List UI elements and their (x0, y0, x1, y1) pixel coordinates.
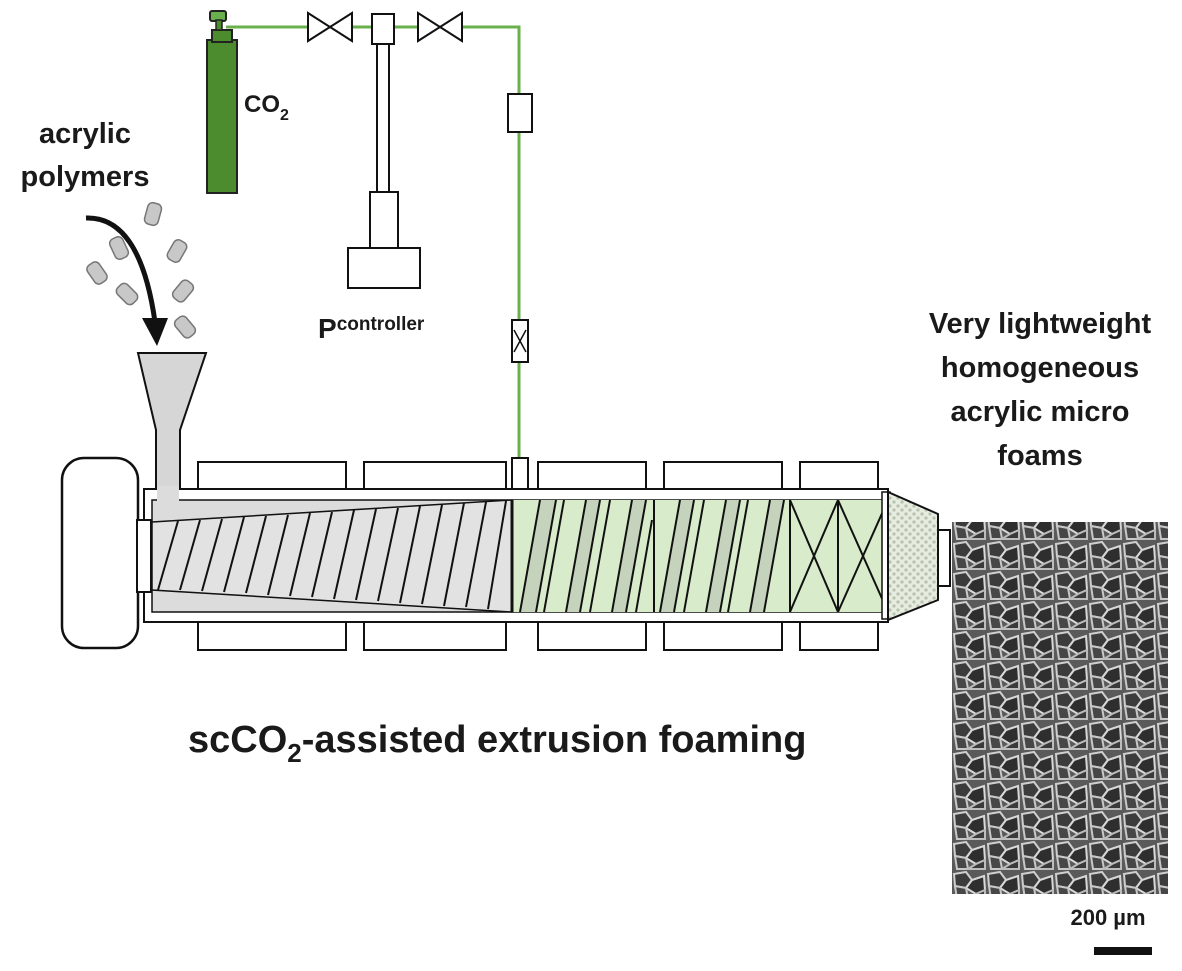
process-title: scCO2-assisted extrusion foaming (188, 719, 806, 768)
feed-label-line2: polymers (21, 161, 150, 193)
feed-throat (157, 486, 179, 502)
screw-flights-metering (519, 499, 653, 613)
co2-cylinder (206, 10, 238, 194)
extrusion-die (887, 490, 939, 622)
product-label-line1: Very lightweight (929, 308, 1152, 340)
feed-arrow (85, 215, 168, 346)
product-label-line2: homogeneous (941, 352, 1139, 384)
check-valve (511, 319, 529, 363)
shaft-coupling (136, 519, 152, 593)
valve-1 (307, 11, 353, 43)
co2-label: CO2 (244, 91, 289, 124)
screw-flights-compression (157, 500, 507, 610)
die-outlet (937, 529, 951, 587)
line-filter (507, 93, 533, 133)
pressure-controller-label: Pcontroller (318, 313, 425, 344)
heater-bands-bottom (197, 621, 879, 651)
feed-hopper (136, 352, 208, 491)
screw-flights-mixing (659, 499, 785, 613)
pressure-controller-pump (347, 13, 421, 289)
scale-bar (1094, 947, 1152, 955)
heater-bands-top (197, 457, 879, 491)
product-label-line4: foams (997, 440, 1082, 472)
valve-2 (417, 11, 463, 43)
static-mixer (789, 499, 889, 613)
polymer-pellets (86, 201, 197, 339)
scale-bar-label: 200 µm (1070, 905, 1145, 930)
foam-sem-micrograph (952, 522, 1168, 894)
product-label-line3: acrylic micro (951, 396, 1130, 428)
drive-motor (60, 456, 140, 650)
feed-label-line1: acrylic (39, 118, 131, 150)
